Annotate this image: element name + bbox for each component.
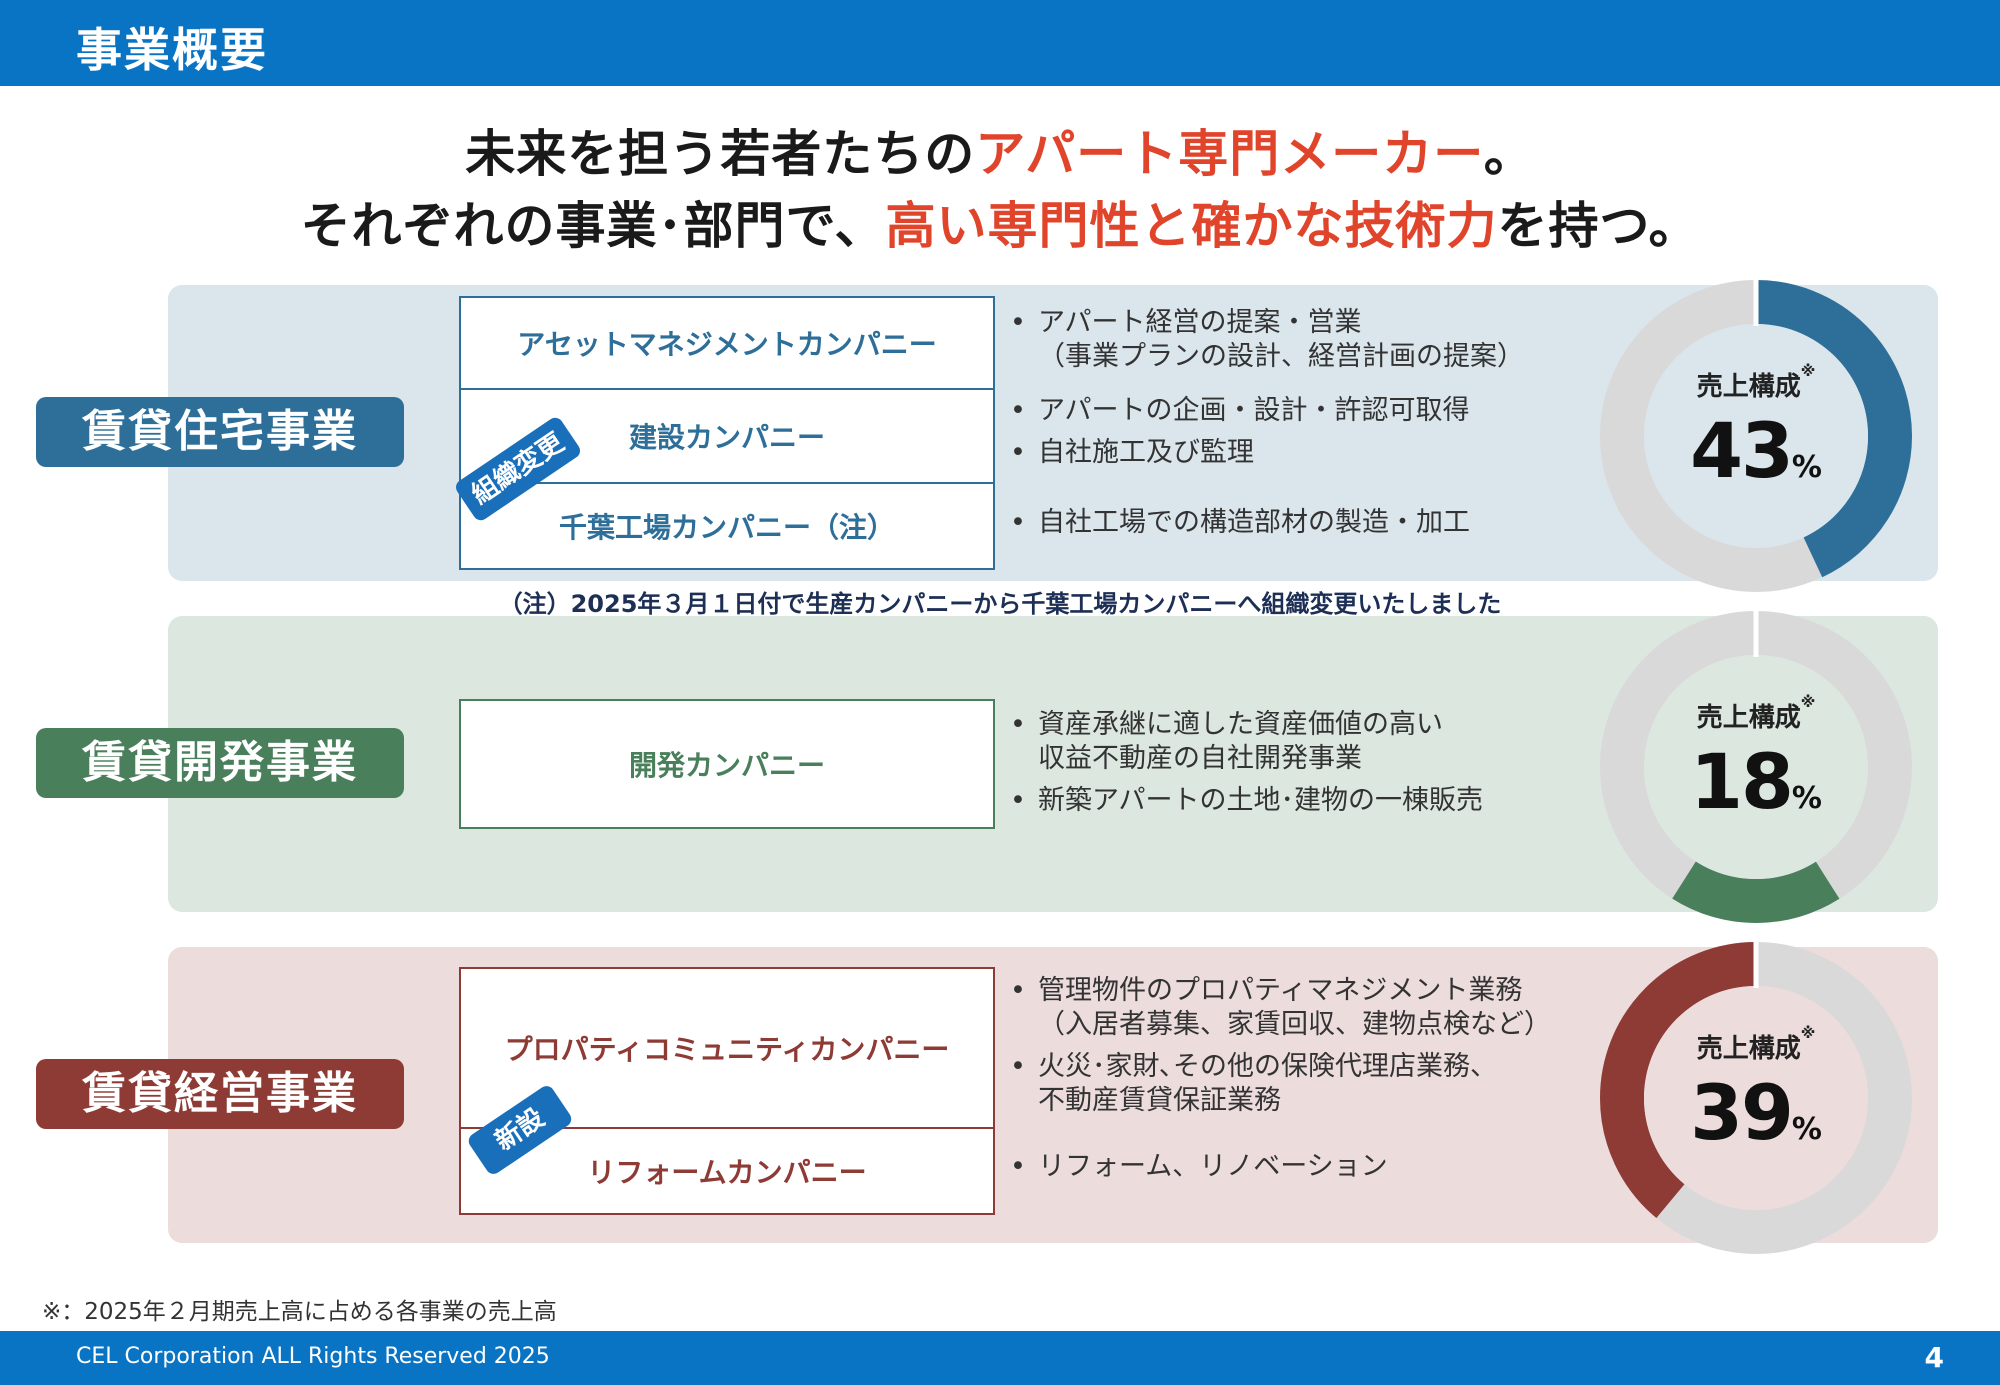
donut-chart [1600, 940, 1912, 1254]
share-label: 売上構成※ [1696, 693, 1816, 733]
company-chiba-factory: 千葉工場カンパニー（注） [558, 511, 895, 544]
bullet-item: •資産承継に適した資産価値の高い 収益不動産の自社開発事業 [1010, 709, 1443, 774]
share-value: 18% [1690, 737, 1822, 826]
headline-2-emphasis: 高い専門性と確かな技術力 [885, 197, 1498, 255]
bullet-item: •アパート経営の提案・営業 （事業プランの設計、経営計画の提案） [1010, 307, 1524, 372]
headline-1-a: 未来を担う若者たちの [465, 125, 976, 183]
copyright-text: CEL Corporation ALL Rights Reserved 2025 [76, 1344, 550, 1369]
segment-label-rental-housing: 賃貸住宅事業 [36, 397, 404, 467]
company-asset-management: アセットマネジメントカンパニー [461, 298, 993, 390]
donut-chart [1600, 278, 1912, 592]
donut-center [1644, 324, 1868, 548]
company-box-rental-housing: アセットマネジメントカンパニー 建設カンパニー 千葉工場カンパニー（注） [459, 296, 995, 570]
bullet-item: •新築アパートの土地･建物の一棟販売 [1010, 785, 1483, 816]
sales-footnote: ※：2025年２月期売上高に占める各事業の売上高 [42, 1299, 557, 1325]
headline-line-1: 未来を担う若者たちのアパート専門メーカー。 [0, 114, 2000, 186]
company-development: 開発カンパニー [628, 749, 825, 782]
donut-center [1644, 655, 1868, 879]
company-reform: リフォームカンパニー [587, 1156, 867, 1189]
sales-share-donut-rental-housing: 売上構成※ 43% [1598, 278, 1914, 594]
headline-1-emphasis: アパート専門メーカー [975, 125, 1484, 183]
share-value: 39% [1690, 1068, 1822, 1157]
share-value: 43% [1690, 406, 1822, 495]
bullet-item: •リフォーム、リノベーション [1010, 1151, 1388, 1182]
share-label: 売上構成※ [1696, 362, 1816, 402]
bullet-item: •アパートの企画・設計・許認可取得 [1010, 395, 1470, 426]
company-property-community: プロパティコミュニティカンパニー [461, 969, 993, 1129]
footer-bar: CEL Corporation ALL Rights Reserved 2025… [0, 1331, 2000, 1385]
donut-arc [1600, 611, 1912, 923]
headline-line-2: それぞれの事業･部門で、高い専門性と確かな技術力を持つ。 [0, 186, 2000, 258]
page-title: 事業概要 [76, 23, 268, 77]
sales-share-donut-rental-development: 売上構成※ 18% [1598, 609, 1914, 925]
segment-label-rental-development: 賃貸開発事業 [36, 728, 404, 798]
reorganization-note: （注）2025年３月１日付で生産カンパニーから千葉工場カンパニーへ組織変更いたし… [498, 590, 1502, 618]
bullet-item: •自社工場での構造部材の製造・加工 [1010, 507, 1470, 538]
donut-center [1644, 986, 1868, 1210]
segment-label-rental-management: 賃貸経営事業 [36, 1059, 404, 1129]
headline-2-c: を持つ。 [1497, 197, 1700, 255]
bullet-item: •管理物件のプロパティマネジメント業務 （入居者募集、家賃回収、建物点検など） [1010, 975, 1551, 1040]
bullet-item: •自社施工及び監理 [1010, 437, 1254, 468]
header-bar: 事業概要 [0, 0, 2000, 86]
sales-share-donut-rental-management: 売上構成※ 39% [1598, 940, 1914, 1256]
page-number: 4 [1924, 1341, 1944, 1374]
headline-2-a: それぞれの事業･部門で、 [300, 197, 886, 255]
donut-chart [1600, 609, 1912, 923]
headline-1-c: 。 [1483, 125, 1535, 183]
bullet-item: •火災･家財､その他の保険代理店業務、 不動産賃貸保証業務 [1010, 1051, 1497, 1116]
company-construction: 建設カンパニー [461, 390, 993, 484]
share-label: 売上構成※ [1696, 1024, 1816, 1064]
company-box-rental-development: 開発カンパニー [459, 699, 995, 829]
